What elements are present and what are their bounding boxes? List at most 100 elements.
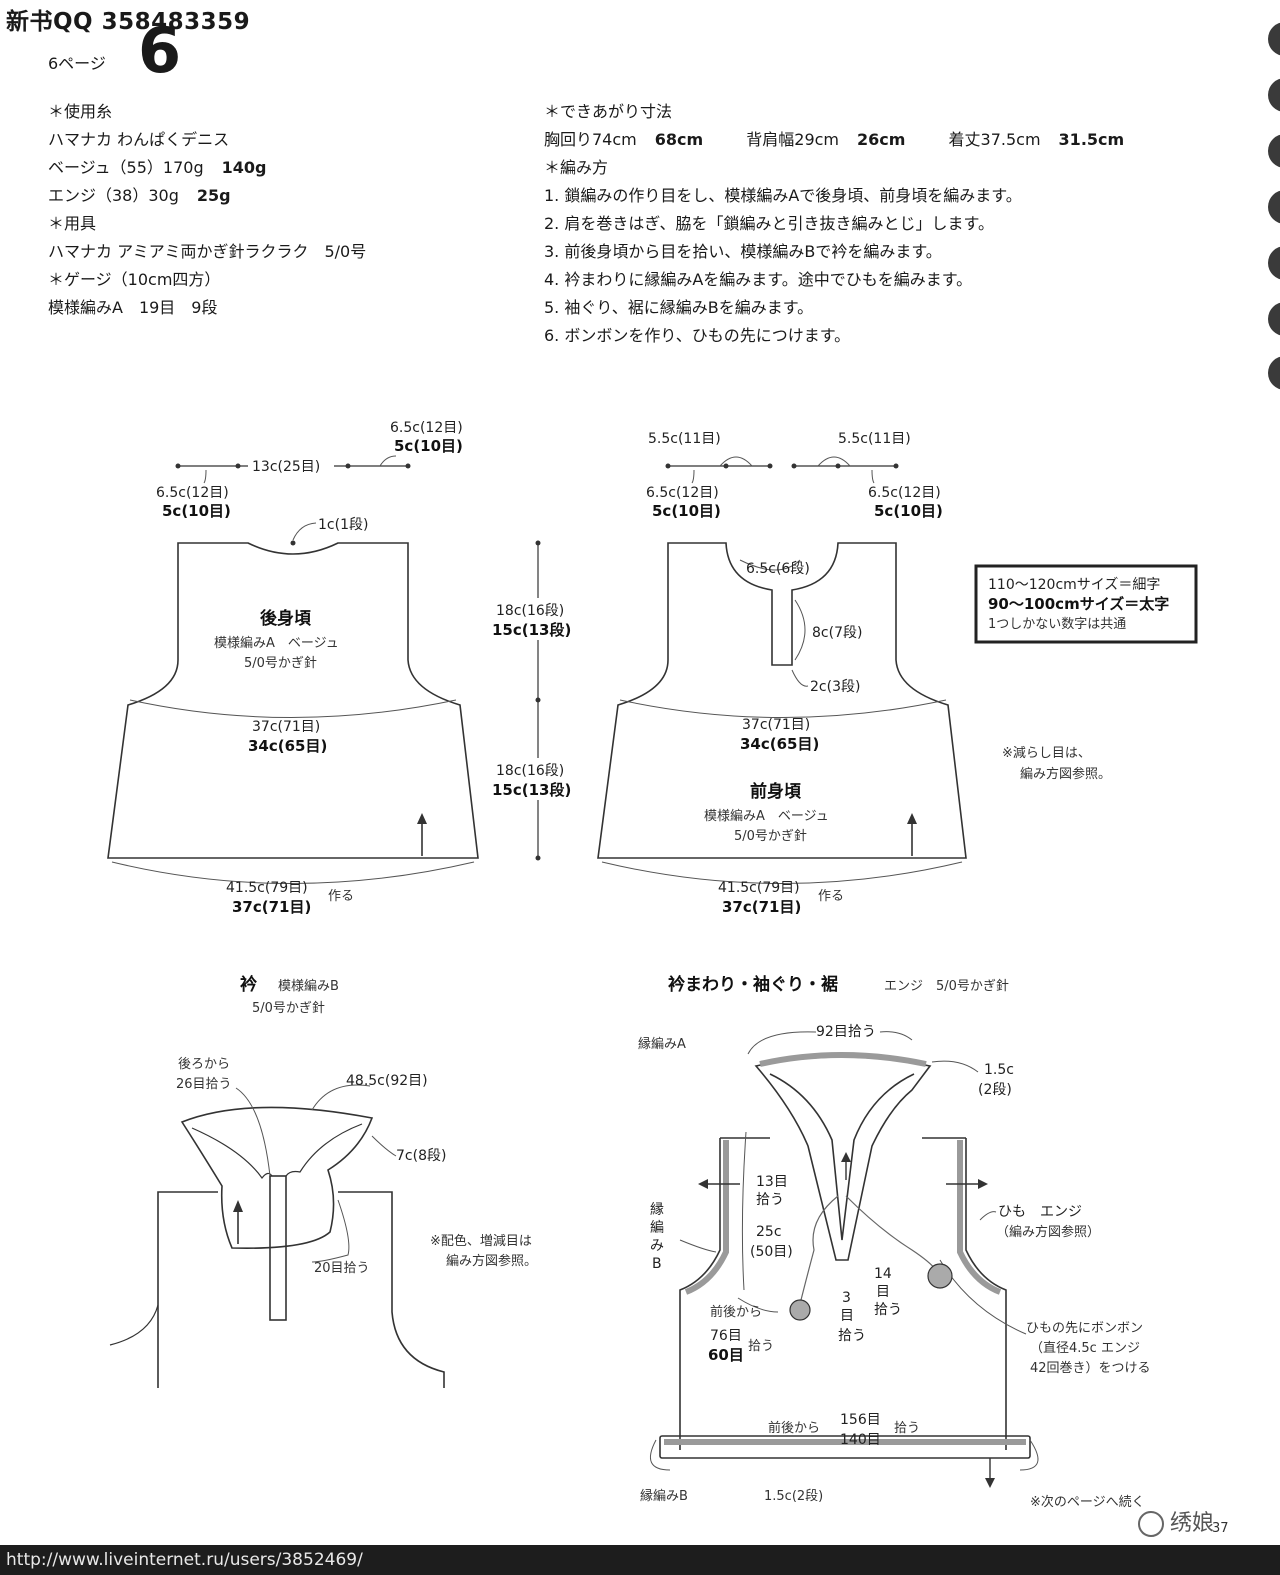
edging-cord-b: (50目) <box>750 1244 793 1260</box>
method-step: 4. 衿まわりに縁編みAを編みます。途中でひもを編みます。 <box>544 270 973 289</box>
front-slit-bottom: 2c(3段) <box>810 679 860 695</box>
edging-pick14-1: 14 <box>874 1266 892 1282</box>
front-left-shoulder-thin: 6.5c(12目) <box>646 485 719 501</box>
back-top-shoulder-thin: 6.5c(12目) <box>390 420 463 436</box>
collar-from-back-1: 後ろから <box>178 1057 230 1072</box>
page-37: 37 <box>1212 1521 1229 1536</box>
back-hem-bold: 37c(71目) <box>232 898 311 916</box>
edging-cord-t: 25c <box>756 1224 782 1240</box>
collar-width: 48.5c(92目) <box>346 1073 428 1089</box>
front-panel-hook: 5/0号かぎ針 <box>734 829 807 844</box>
back-hem-thin: 41.5c(79目) <box>226 880 308 896</box>
edging-string-t: ひも エンジ <box>998 1204 1082 1220</box>
tool-heading: ＊用具 <box>48 214 97 233</box>
legend-bold: 90〜100cmサイズ＝太字 <box>988 595 1169 613</box>
decrease-note-1: ※減らし目は、 <box>1002 745 1091 761</box>
back-panel-hook: 5/0号かぎ針 <box>244 656 317 671</box>
edging-b-vert-3: み <box>650 1238 664 1254</box>
side-tab-6 <box>1268 302 1280 336</box>
front-neck-depth: 6.5c(6段) <box>746 561 810 577</box>
pompom-note-1: ひもの先にボンボン <box>1026 1321 1143 1336</box>
collar-title: 衿 <box>240 974 257 995</box>
finished-heading: ＊できあがり寸法 <box>544 102 673 121</box>
method-step: 6. ボンボンを作り、ひもの先につけます。 <box>544 326 851 345</box>
front-top-right: 5.5c(11目) <box>838 431 911 447</box>
side-tab-3 <box>1268 134 1280 168</box>
edging-b-vert-2: 編 <box>650 1220 664 1236</box>
back-left-shoulder-bold: 5c(10目) <box>162 502 231 520</box>
method-step: 1. 鎖編みの作り目をし、模様編みAで後身頃、前身頃を編みます。 <box>544 186 1022 205</box>
source-url-bar[interactable]: http://www.liveinternet.ru/users/3852469… <box>0 1545 1280 1575</box>
size-legend-box <box>974 564 1198 644</box>
collar-diagram <box>109 1106 445 1388</box>
page-number: 6 <box>138 14 182 87</box>
tool-text: ハマナカ アミアミ両かぎ針ラクラク 5/0号 <box>48 242 367 261</box>
edging-diagram <box>659 1056 1031 1459</box>
gauge-heading: ＊ゲージ（10cm四方） <box>48 270 221 289</box>
decrease-note-2: 編み方図参照。 <box>1020 766 1111 782</box>
side-tab-5 <box>1268 246 1280 280</box>
method-step: 2. 肩を巻きはぎ、脇を「鎖編みと引き抜き編みとじ」します。 <box>544 214 994 233</box>
side-tab-7 <box>1268 356 1280 390</box>
lower-height-thin: 18c(16段) <box>496 763 564 779</box>
back-make: 作る <box>328 889 354 904</box>
collar-hook: 5/0号かぎ針 <box>252 1001 325 1016</box>
front-chest-bold: 34c(65目) <box>740 735 819 753</box>
edging-title: 衿まわり・袖ぐり・裾 <box>668 974 838 995</box>
edging-pick92: 92目拾う <box>816 1024 876 1040</box>
back-panel-outline <box>107 542 479 859</box>
collar-pick: 20目拾う <box>314 1261 370 1276</box>
edging-pick76: 76目 <box>710 1328 742 1344</box>
hem-pick: 拾う <box>894 1421 920 1436</box>
pompom-note-2: （直径4.5c エンジ <box>1030 1341 1140 1356</box>
cords <box>799 1195 937 1305</box>
hem-edge-b: 縁編みB <box>640 1488 688 1504</box>
edging-pick3-2: 目 <box>840 1308 854 1324</box>
method-step: 5. 袖ぐり、裾に縁編みBを編みます。 <box>544 298 814 317</box>
edging-pick3-1: 3 <box>842 1290 851 1306</box>
front-panel-pattern: 模様編みA ベージュ <box>704 808 829 824</box>
front-hem-thin: 41.5c(79目) <box>718 880 800 896</box>
edging-a-label: 縁編みA <box>638 1036 686 1052</box>
collar-height: 7c(8段) <box>396 1148 446 1164</box>
back-top-shoulder-bold: 5c(10目) <box>394 437 463 455</box>
back-chest-bold: 34c(65目) <box>248 737 327 755</box>
back-panel-pattern: 模様編みA ベージュ <box>214 635 339 651</box>
edging-pick-u: 拾う <box>748 1339 774 1354</box>
collar-pattern: 模様編みB <box>278 978 339 994</box>
edging-pick60: 60目 <box>708 1346 744 1364</box>
neck-width-bg <box>248 456 334 476</box>
front-make: 作る <box>818 889 844 904</box>
hem-width: 1.5c(2段) <box>764 1489 823 1504</box>
hem-from: 前後から <box>768 1420 820 1436</box>
hem-156: 156目 <box>840 1412 881 1428</box>
pompom-left <box>789 1299 811 1321</box>
front-right-shoulder-bold: 5c(10目) <box>874 502 943 520</box>
back-neck-depth: 1c(1段) <box>318 517 368 533</box>
edging-pick14-3: 拾う <box>874 1302 902 1318</box>
legend-thin: 110〜120cmサイズ＝細字 <box>988 577 1160 593</box>
front-top-left: 5.5c(11目) <box>648 431 721 447</box>
page-label: 6ページ <box>48 54 106 73</box>
pompom-right <box>927 1263 953 1289</box>
edging-pick3-3: 拾う <box>838 1328 866 1344</box>
yarn-heading: ＊使用糸 <box>48 102 113 121</box>
yarn-brand: ハマナカ わんぱくデニス <box>48 130 230 149</box>
upper-height-thin: 18c(16段) <box>496 603 564 619</box>
method-heading: ＊編み方 <box>544 158 609 177</box>
front-panel-outline <box>597 542 967 859</box>
edging-string-b: （編み方図参照） <box>996 1224 1100 1240</box>
front-right-shoulder-thin: 6.5c(12目) <box>868 485 941 501</box>
edging-width-b: (2段) <box>978 1082 1012 1098</box>
edging-pick13-t: 13目 <box>756 1174 788 1190</box>
chat-bubble-icon <box>1137 1511 1164 1537</box>
side-tab-4 <box>1268 190 1280 224</box>
qq-header: 新书QQ 358483359 <box>6 9 251 35</box>
collar-note-2: 編み方図参照。 <box>446 1253 537 1269</box>
collar-from-back-2: 26目拾う <box>176 1077 232 1092</box>
front-chest-thin: 37c(71目) <box>742 717 810 733</box>
edging-b-vert-4: B <box>652 1256 662 1272</box>
